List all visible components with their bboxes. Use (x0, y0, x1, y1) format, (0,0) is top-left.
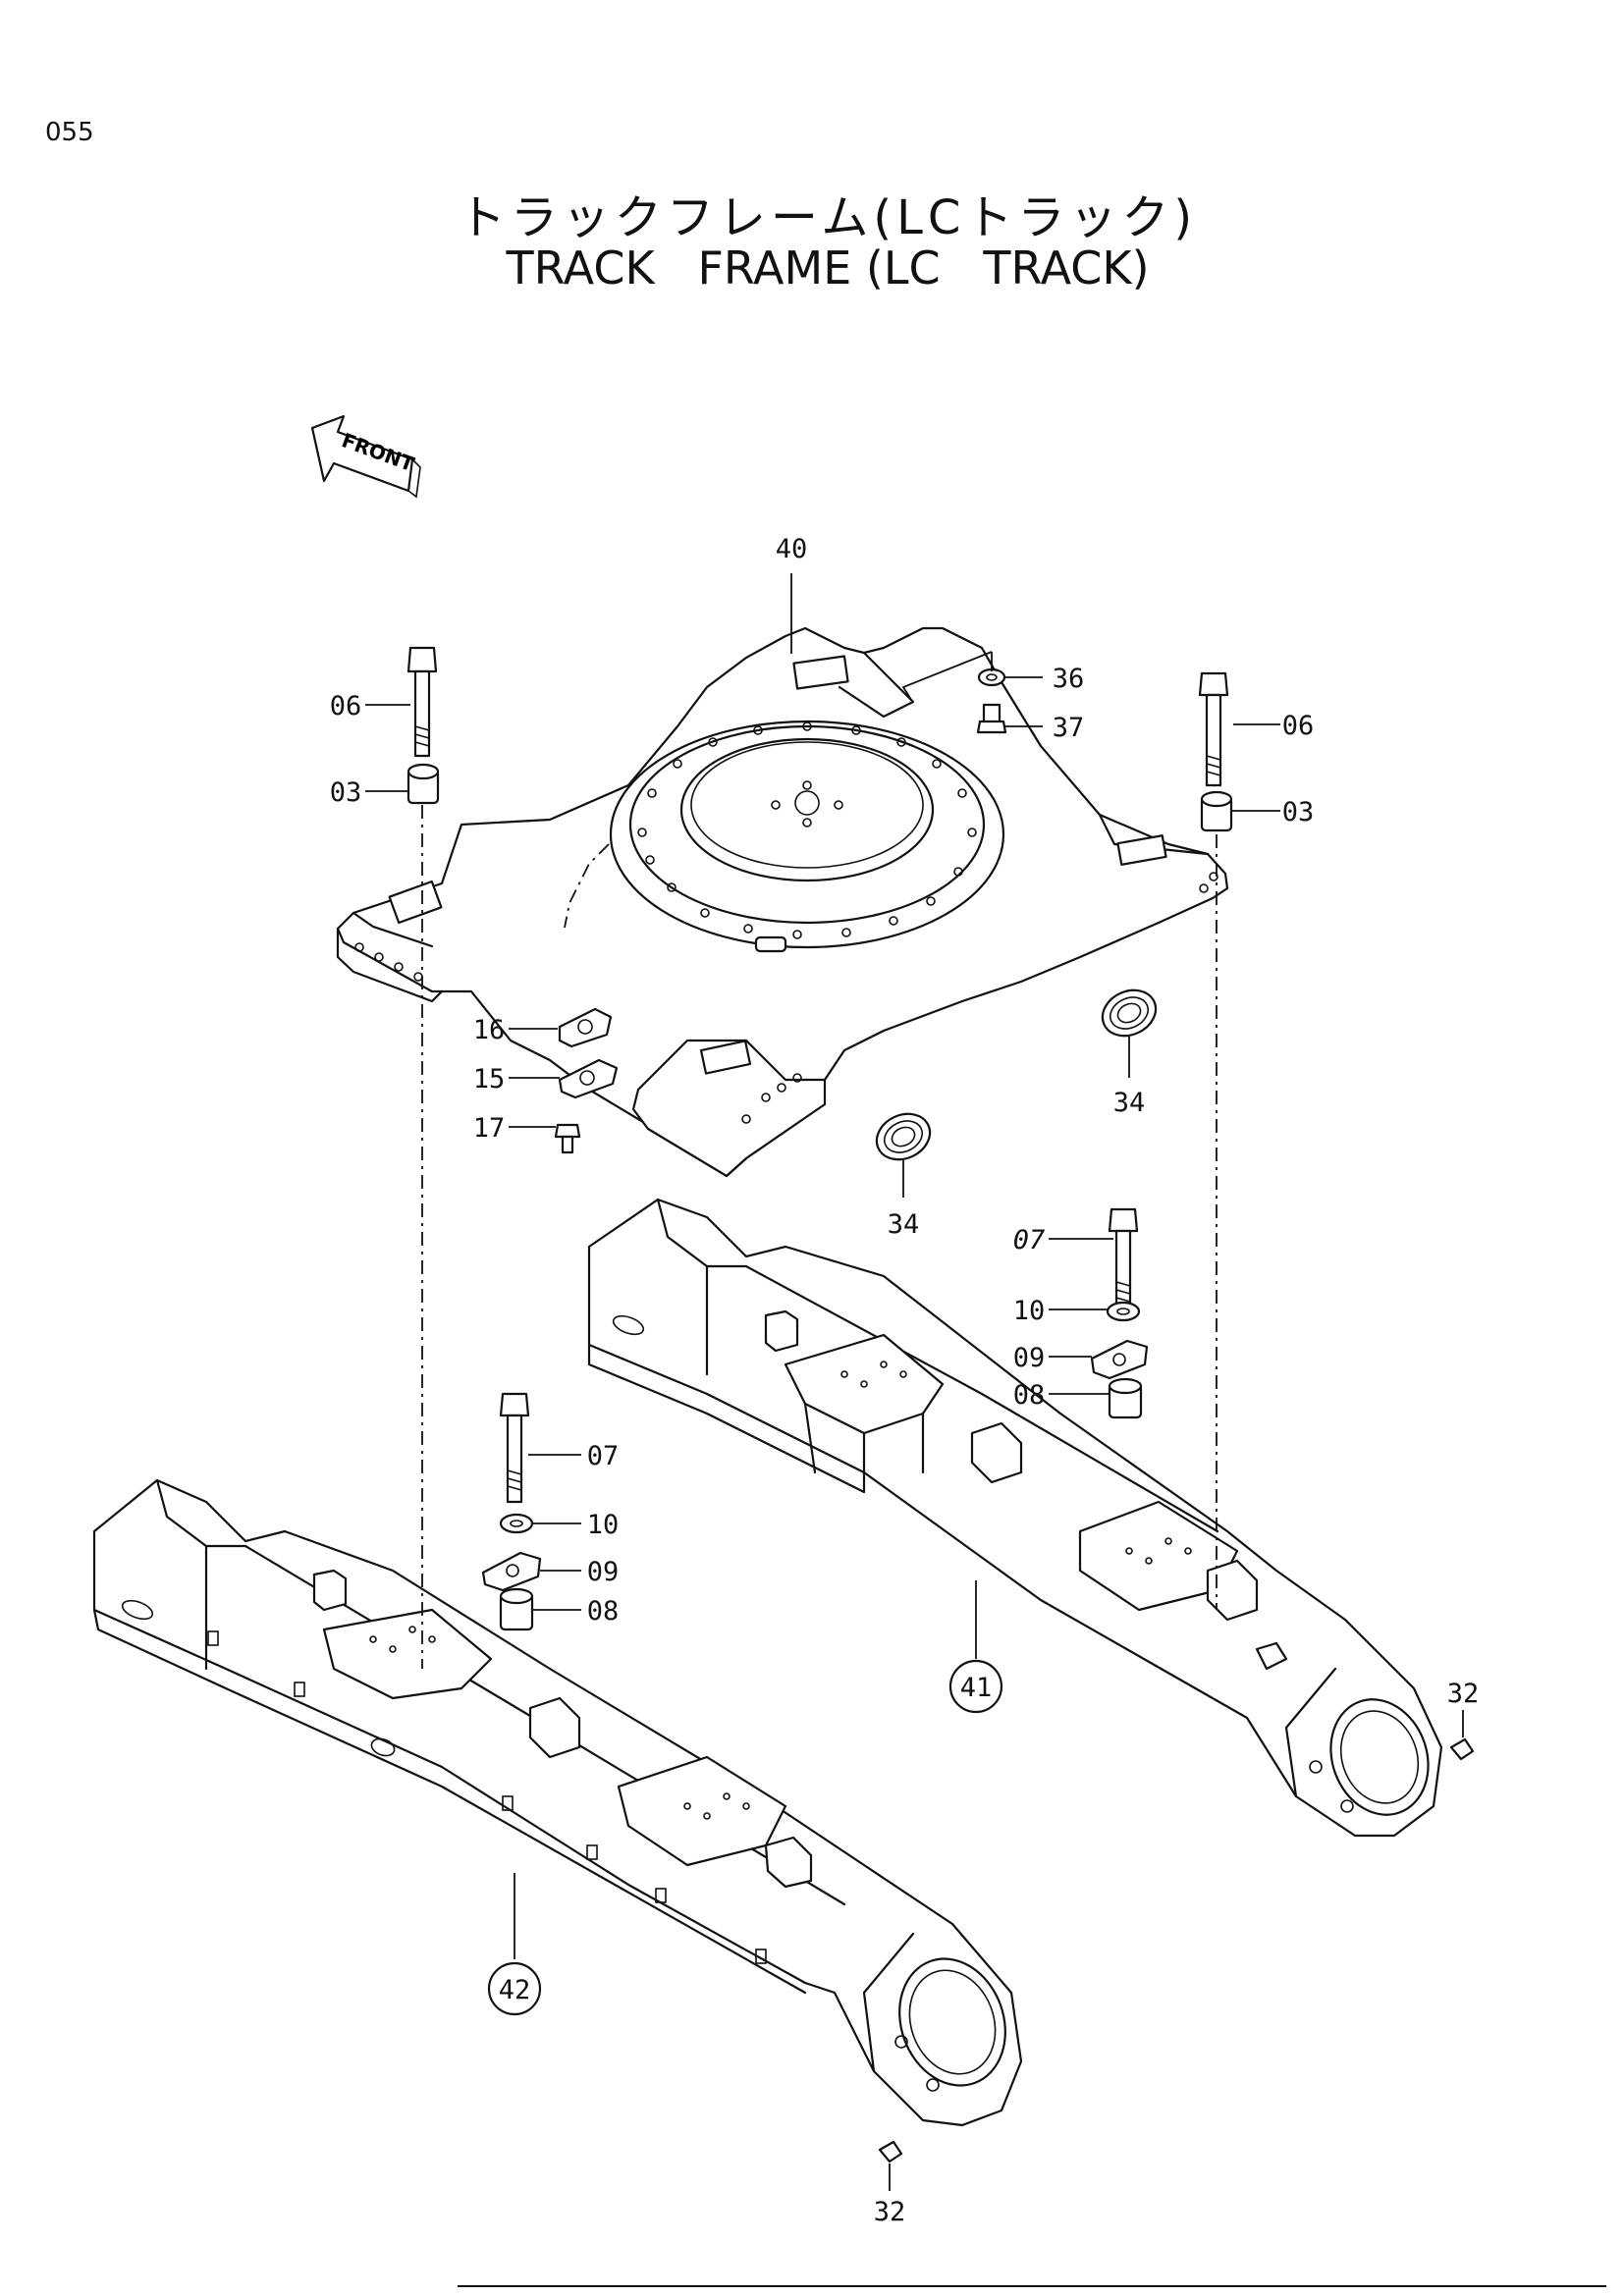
callout-08-right: 08 (1013, 1380, 1046, 1411)
leader-lines (365, 573, 1464, 2191)
page-number: 055 (45, 118, 94, 147)
callout-10-right: 10 (1013, 1296, 1046, 1326)
side-frame-part-41 (587, 1198, 1443, 1838)
callout-09-right: 09 (1013, 1343, 1046, 1373)
callout-36: 36 (1053, 664, 1085, 694)
bolt-part-06-left (406, 646, 438, 758)
callout-circle-41 (948, 1659, 1003, 1714)
callout-32-right: 32 (1447, 1679, 1480, 1709)
callout-40: 40 (776, 534, 808, 564)
washer-part-10-left (499, 1513, 534, 1534)
title-english: TRACK FRAME (LC TRACK) (506, 241, 1150, 294)
callout-07-right: 07 (1013, 1225, 1046, 1255)
collar-part-08-right (1108, 1377, 1143, 1419)
side-frame-part-42 (92, 1478, 1023, 2127)
callout-07-left: 07 (587, 1441, 620, 1471)
callout-17: 17 (473, 1113, 506, 1144)
rubber-mount-part-34-right (1101, 988, 1158, 1038)
title-japanese: トラックフレーム(LCトラック) (458, 190, 1198, 245)
plug-part-32-left (878, 2140, 903, 2163)
callout-41: 41 (960, 1673, 993, 1703)
callout-06-left: 06 (330, 691, 362, 721)
plate-part-09-right (1090, 1339, 1149, 1380)
bolt-part-37 (976, 703, 1007, 734)
callout-42: 42 (499, 1975, 531, 2005)
callout-15: 15 (473, 1064, 506, 1095)
washer-part-36 (977, 667, 1006, 687)
callout-37: 37 (1053, 713, 1085, 743)
bolt-part-06-right (1198, 671, 1229, 787)
plate-part-16 (558, 1007, 613, 1048)
collar-part-08-left (499, 1587, 534, 1631)
callout-10-left: 10 (587, 1510, 620, 1540)
callout-circle-42 (487, 1961, 542, 2016)
callout-34-right: 34 (1113, 1088, 1146, 1118)
bolt-part-07-left (499, 1392, 530, 1504)
center-frame-part-40 (336, 626, 1229, 1178)
collar-part-03-left (406, 763, 440, 805)
callout-03-left: 03 (330, 777, 362, 808)
callout-16: 16 (473, 1015, 506, 1045)
alignment-lines (421, 805, 1218, 1669)
callout-32-left: 32 (874, 2197, 906, 2227)
callout-08-left: 08 (587, 1596, 620, 1627)
front-arrow-icon: FRONT (310, 414, 421, 499)
plug-part-32-right (1449, 1737, 1475, 1761)
bottom-rule (458, 2285, 1606, 2287)
plate-part-09-left (481, 1551, 542, 1592)
bolt-part-07-right (1108, 1207, 1139, 1315)
washer-part-10-right (1106, 1301, 1141, 1322)
collar-part-03-right (1200, 790, 1233, 832)
plate-part-15 (558, 1058, 619, 1099)
rubber-mount-part-34-left (875, 1112, 932, 1161)
callout-34-left: 34 (888, 1209, 920, 1240)
bolt-part-17 (554, 1123, 581, 1154)
callout-03-right: 03 (1282, 797, 1315, 828)
callout-09-left: 09 (587, 1557, 620, 1587)
callout-06-right: 06 (1282, 711, 1315, 741)
